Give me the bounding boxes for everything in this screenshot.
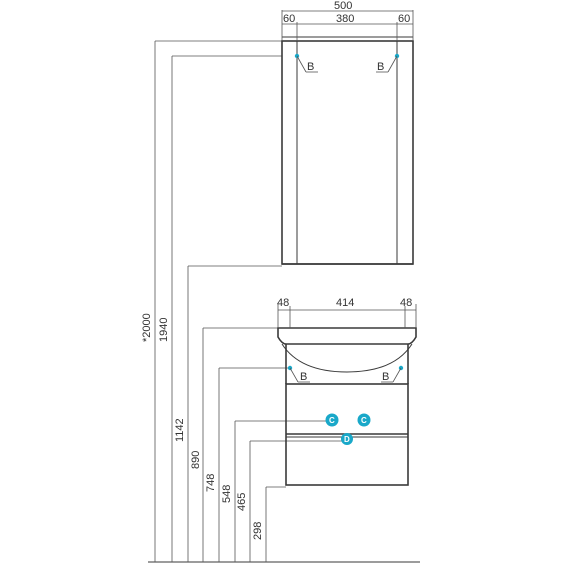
marker-d: D: [344, 435, 350, 444]
marker-c-left: C: [329, 416, 335, 425]
width-label-60-right: 60: [398, 13, 410, 25]
marker-b-vanity-left: B: [300, 371, 307, 383]
height-label-548: 548: [221, 485, 233, 503]
marker-b-top-left: B: [307, 61, 314, 73]
vanity-width-dims: 48 414 48: [277, 297, 417, 328]
height-label-1940: 1940: [158, 318, 170, 342]
width-label-48-left: 48: [277, 297, 289, 309]
marker-b-vanity-right: B: [382, 371, 389, 383]
width-label-380: 380: [336, 13, 354, 25]
vanity-unit: B B C C D: [277, 327, 417, 486]
height-label-2000: *2000: [141, 313, 153, 342]
basin-bowl: [281, 343, 413, 373]
wall-cabinet: B B: [281, 36, 414, 265]
marker-b-top-right: B: [377, 61, 384, 73]
width-label-48-right: 48: [400, 297, 412, 309]
height-label-465: 465: [236, 493, 248, 511]
height-dimensions: *2000 1940 1142 890 748 548 465 298: [141, 40, 342, 562]
marker-c-left-circle: [325, 413, 339, 427]
marker-c-right-circle: [357, 413, 371, 427]
wall-cabinet-width-dims: 500 60 380 60: [281, 0, 414, 41]
width-label-414: 414: [336, 297, 354, 309]
marker-c-right: C: [361, 416, 367, 425]
wall-cabinet-outline: [281, 40, 414, 265]
width-label-500: 500: [334, 0, 352, 12]
height-label-748: 748: [205, 474, 217, 492]
height-label-298: 298: [252, 522, 264, 540]
height-label-890: 890: [190, 451, 202, 469]
height-label-1142: 1142: [174, 418, 186, 442]
basin-rim: [277, 327, 417, 345]
marker-d-circle: [341, 433, 353, 445]
width-label-60-left: 60: [283, 13, 295, 25]
